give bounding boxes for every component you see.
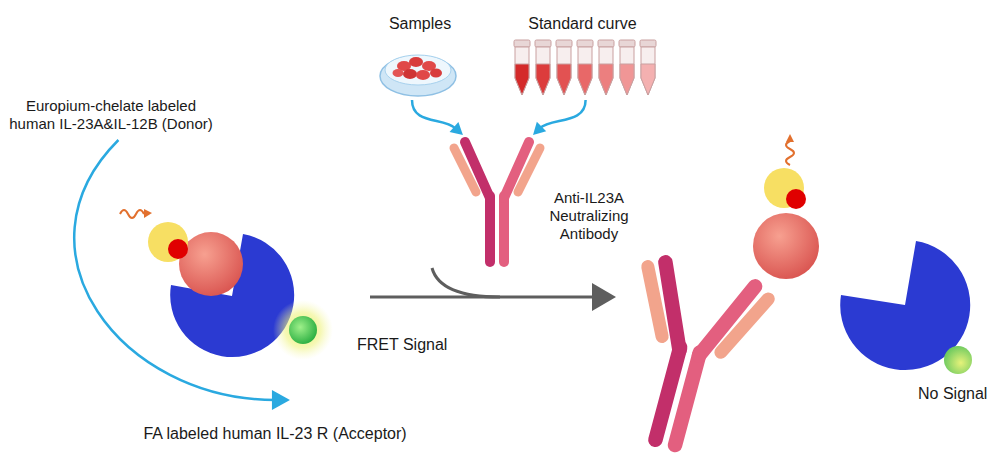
fret-complex	[120, 209, 333, 360]
process-arrow	[370, 268, 616, 311]
connector-arrow	[74, 140, 290, 410]
free-receptor	[840, 241, 972, 374]
antibody	[454, 142, 540, 262]
signal-label: FRET Signal	[357, 335, 447, 354]
node-text: Anti-IL23A Neutralizing Antibody	[544, 189, 634, 243]
donor-complex: Europium-chelate labeled human IL-23A&IL…	[5, 95, 217, 140]
standard-curve-tubes: Standard curve	[505, 10, 660, 100]
node-text: Samples	[380, 14, 460, 33]
arrow-head	[450, 122, 463, 135]
sample-dish: Samples	[380, 10, 460, 100]
connector-line	[540, 100, 586, 128]
node-text: Standard curve	[505, 14, 660, 33]
connector-line	[74, 140, 275, 400]
arrow-head	[533, 122, 546, 135]
connector-arrow	[533, 100, 586, 135]
connector-line	[412, 100, 456, 129]
acceptor-receptor: FA labeled human IL-23 R (Acceptor)	[105, 400, 445, 448]
petri-dish	[380, 55, 456, 96]
signal-label: No Signal	[918, 384, 987, 403]
connector-arrow	[412, 100, 463, 135]
node-text: Europium-chelate labeled human IL-23A&IL…	[5, 97, 217, 133]
node-text: FA labeled human IL-23 R (Acceptor)	[105, 424, 445, 443]
sample-tubes	[514, 40, 656, 95]
bound-antibody	[605, 258, 770, 453]
bound-cytokine	[753, 134, 819, 279]
arrow-head	[272, 390, 290, 410]
neutralizing-antibody: Anti-IL23A Neutralizing Antibody	[450, 135, 640, 260]
